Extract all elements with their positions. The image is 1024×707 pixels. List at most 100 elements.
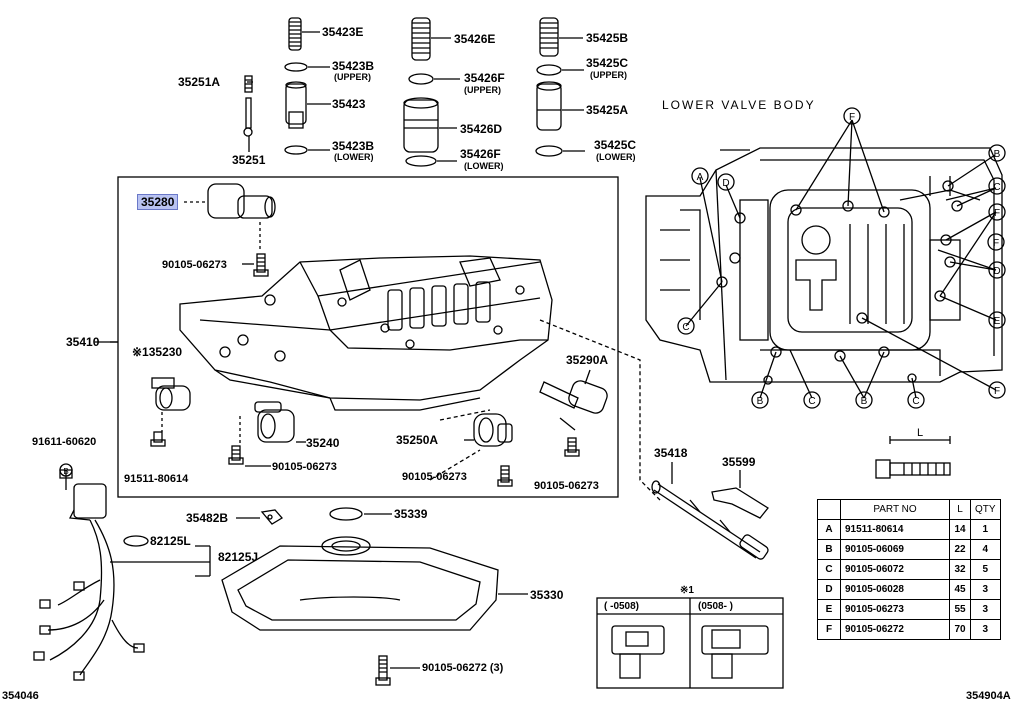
label-35482b: 35482B — [186, 511, 229, 525]
label-90105-06273-d: 90105-06273 — [534, 480, 599, 492]
table-cell: C — [817, 559, 841, 580]
callout-f: F — [849, 112, 855, 123]
oring-35425c-lower — [535, 145, 563, 157]
label-35425c: 35425C — [586, 56, 629, 70]
assembly-frame — [117, 176, 619, 498]
table-header-cell — [817, 499, 841, 520]
label-35426e: 35426E — [454, 32, 496, 46]
label-35230: ※135230 — [132, 345, 183, 359]
label-35240: 35240 — [306, 436, 340, 450]
valve-35425a — [536, 81, 562, 131]
bolt-length-diagram — [875, 436, 951, 479]
table-row: E 90105-06273 55 3 — [817, 599, 1001, 620]
label-35423: 35423 — [332, 97, 366, 111]
table-cell: 90105-06072 — [840, 559, 950, 580]
valve-35423 — [285, 81, 307, 129]
valve-35251 — [243, 97, 253, 137]
label-35425c-lower: (LOWER) — [596, 152, 636, 162]
bolt-90105-06273-b — [228, 445, 244, 465]
label-35251: 35251 — [232, 153, 266, 167]
label-35426f-lower: (LOWER) — [464, 161, 504, 171]
table-cell: 3 — [970, 579, 1001, 600]
table-header: PART NO L QTY — [817, 499, 1001, 520]
solenoid-35240 — [254, 401, 295, 443]
label-90105-06273-b: 90105-06273 — [272, 461, 337, 473]
solenoid-35290a — [539, 380, 608, 431]
callout-e: E — [994, 316, 1001, 327]
callout-letters: A D F B C F F D E F C B C B C B L — [63, 112, 1000, 476]
table-cell: 55 — [949, 599, 971, 620]
table-cell: 3 — [970, 599, 1001, 620]
view-bolts — [716, 180, 963, 385]
callout-c: C — [912, 396, 919, 407]
spring-35426e — [411, 17, 431, 61]
callout-b: B — [994, 149, 1001, 160]
callout-a: A — [697, 172, 704, 183]
callout-circles — [59, 107, 1006, 477]
table-cell: A — [817, 519, 841, 540]
oring-35423b-lower — [284, 145, 308, 155]
connector-old — [611, 625, 665, 679]
table-cell: B — [817, 539, 841, 560]
table-cell: 14 — [949, 519, 971, 540]
label-35339: 35339 — [394, 507, 428, 521]
table-cell: E — [817, 599, 841, 620]
table-cell: F — [817, 619, 841, 640]
spring-35423e — [288, 17, 302, 51]
sleeve-35426d — [403, 97, 439, 153]
table-cell: 90105-06069 — [840, 539, 950, 560]
label-35423b-upper: (UPPER) — [334, 72, 372, 82]
table-row: B 90105-06069 22 4 — [817, 539, 1001, 560]
table-cell: 90105-06273 — [840, 599, 950, 620]
label-91611-60620: 91611-60620 — [32, 436, 97, 448]
image-code-left: 354046 — [2, 690, 39, 702]
callout-b: B — [63, 467, 68, 476]
label-35425a: 35425A — [586, 103, 629, 117]
label-35330: 35330 — [530, 588, 564, 602]
label-35423b-2: 35423B — [332, 139, 375, 153]
label-35426f: 35426F — [464, 71, 505, 85]
label-35250a: 35250A — [396, 433, 439, 447]
label-35426d: 35426D — [460, 122, 503, 136]
callout-c: C — [808, 396, 815, 407]
table-row: A 91511-80614 14 1 — [817, 519, 1001, 540]
label-35423b-lower: (LOWER) — [334, 152, 374, 162]
table-row: D 90105-06028 45 3 — [817, 579, 1001, 600]
bolt-90105-06273-a — [253, 253, 269, 277]
oring-35339 — [329, 507, 363, 521]
label-82125j: 82125J — [218, 550, 259, 564]
connector-new — [701, 625, 769, 679]
bolt-91511-80614 — [150, 431, 166, 447]
label-35423e: 35423E — [322, 25, 364, 39]
version-col-old: ( -0508) — [604, 601, 640, 612]
table-cell: 22 — [949, 539, 971, 560]
valve-body-35410 — [179, 255, 553, 411]
label-82125l: 82125L — [150, 534, 191, 548]
table-header-cell: L — [949, 499, 971, 520]
table-cell: D — [817, 579, 841, 600]
oring-35423b-upper — [284, 62, 308, 72]
oil-pan-35330 — [221, 536, 499, 631]
callout-b: B — [757, 396, 764, 407]
label-35418: 35418 — [654, 446, 688, 460]
table-cell: 45 — [949, 579, 971, 600]
solenoid-35250a — [473, 413, 513, 447]
table-cell: 4 — [970, 539, 1001, 560]
label-35280-highlighted[interactable]: 35280 — [137, 194, 179, 210]
table-cell: 5 — [970, 559, 1001, 580]
clamp-35599 — [711, 487, 769, 519]
pin-35251a — [244, 75, 253, 93]
bolt-90105-06273-c — [497, 465, 513, 487]
label-90105-06273-a: 90105-06273 — [162, 259, 227, 271]
table-cell: 1 — [970, 519, 1001, 540]
callout-b: B — [861, 396, 868, 407]
bolt-90105-06272 — [375, 655, 391, 686]
table-row: C 90105-06072 32 5 — [817, 559, 1001, 580]
version-col-new: (0508- ) — [698, 601, 734, 612]
table-cell: 91511-80614 — [840, 519, 950, 540]
lower-valve-body-view — [645, 147, 1003, 383]
image-code-right: 354904A — [966, 690, 1011, 702]
table-cell: 3 — [970, 619, 1001, 640]
spring-35425b — [539, 17, 559, 57]
